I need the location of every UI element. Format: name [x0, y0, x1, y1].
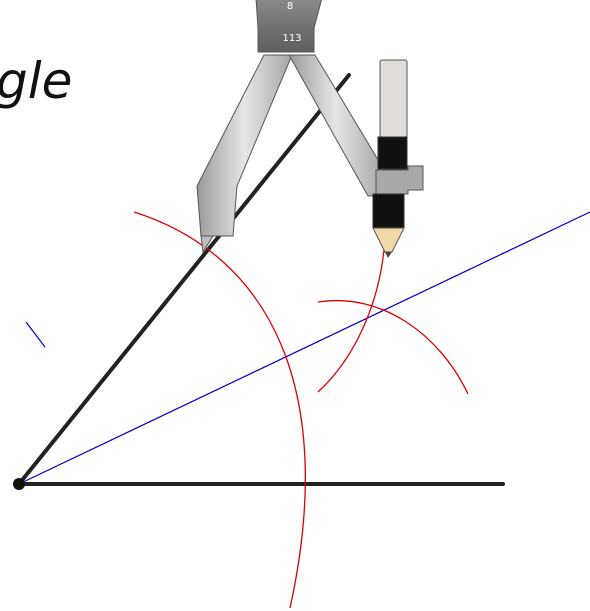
pencil-tip-wood	[372, 227, 405, 253]
compass-tool[interactable]: 8 113	[196, 0, 424, 258]
compass-readout: 113	[282, 33, 301, 44]
compass-top-mark: 8	[287, 1, 293, 12]
bisector-extension-tick	[25, 321, 46, 348]
pencil-grip-lower	[372, 193, 405, 229]
main-arc	[133, 211, 307, 609]
compass-left-leg[interactable]	[196, 54, 293, 237]
compass-right-leg[interactable]	[288, 54, 384, 197]
compass-hinge-head[interactable]	[255, 0, 322, 53]
angle-bisector-line	[18, 211, 590, 485]
angle-ray-upper	[17, 73, 351, 486]
intersection-arc-right	[317, 300, 469, 395]
compass-pencil[interactable]	[372, 59, 424, 258]
pencil-clamp	[375, 165, 424, 195]
page-title-fragment: gle	[0, 52, 72, 110]
intersection-arc-left	[317, 249, 385, 393]
angle-vertex-point	[13, 478, 25, 490]
compass-needle-tip	[200, 235, 214, 254]
pencil-body-top	[379, 59, 408, 138]
pencil-grip-upper	[377, 136, 408, 170]
pencil-lead	[385, 252, 392, 258]
